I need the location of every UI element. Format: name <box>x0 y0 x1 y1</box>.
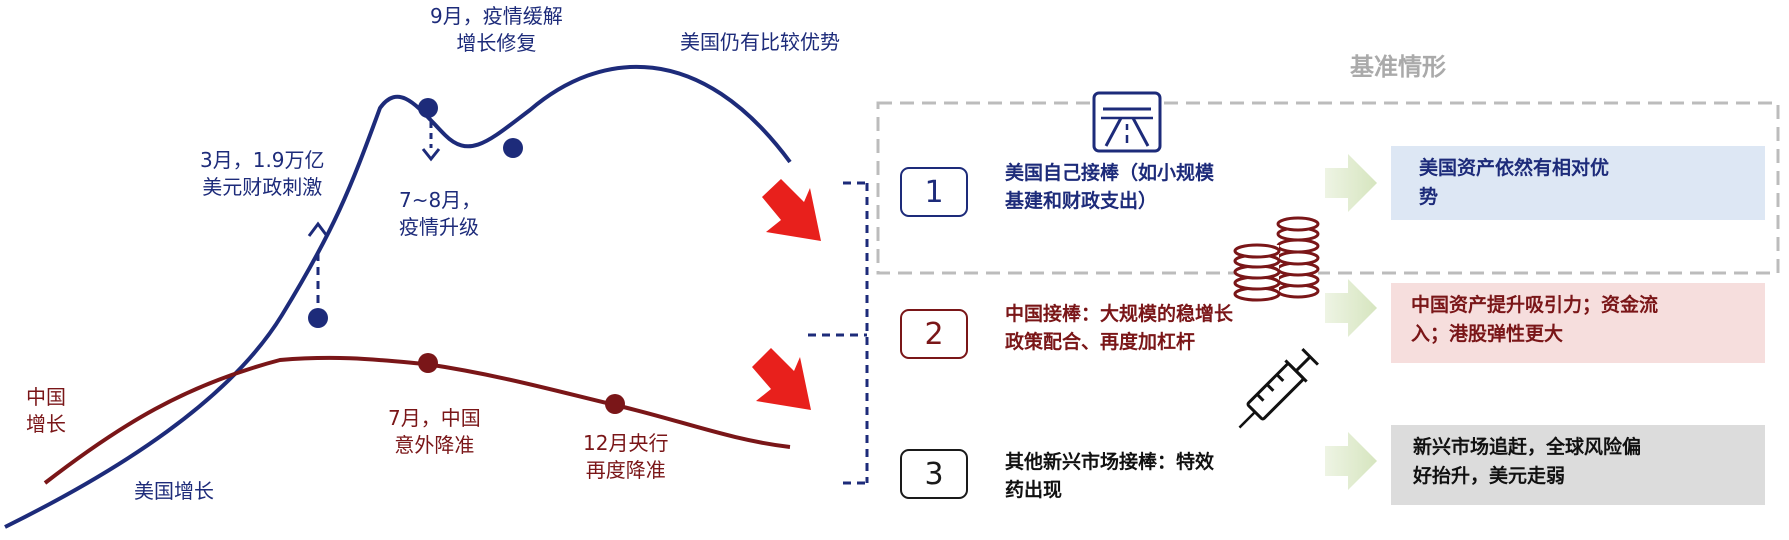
annotation-line: 增长修复 <box>456 31 537 55</box>
option-2-number-box: 2 <box>900 309 968 359</box>
option-1-result: 美国资产依然有相对优 势 <box>1391 146 1765 220</box>
annotation-dec-rrr-cut: 12月央行 再度降准 <box>583 430 668 484</box>
option-text-line: 药出现 <box>1005 479 1063 501</box>
annotation-line: 疫情升级 <box>399 215 479 239</box>
option-3-text: 其他新兴市场接棒：特效 药出现 <box>1005 448 1214 504</box>
point-julaug-escalation <box>503 138 523 158</box>
result-text-line: 好抬升，美元走弱 <box>1413 465 1566 487</box>
annotation-march-stimulus: 3月，1.9万亿 美元财政刺激 <box>200 147 325 201</box>
highway-icon <box>1092 91 1162 153</box>
option-text-line: 其他新兴市场接棒：特效 <box>1005 451 1215 473</box>
option-1-text: 美国自己接棒（如小规模 基建和财政支出） <box>1005 159 1214 215</box>
annotation-line: 增长 <box>26 412 66 436</box>
point-september-recovery <box>418 98 438 118</box>
march-stimulus-dashed-arrow <box>307 221 329 308</box>
annotation-line: 再度降准 <box>585 458 666 482</box>
arrow-icon <box>1325 279 1377 337</box>
arrow-icon <box>1325 432 1377 490</box>
annotation-us-growth: 美国增长 <box>134 479 214 503</box>
baseline-scenario-box <box>876 101 1780 275</box>
result-text-line: 势 <box>1419 186 1439 208</box>
result-text-line: 中国资产提升吸引力；资金流 <box>1411 294 1659 316</box>
us-growth-curve <box>4 64 792 529</box>
point-july-rrr-cut <box>418 353 438 373</box>
arrow-icon <box>1325 154 1377 212</box>
option-3-result: 新兴市场追赶，全球风险偏 好抬升，美元走弱 <box>1391 425 1765 505</box>
syringe-icon <box>1238 348 1319 429</box>
coin-stack-icon <box>1233 216 1320 302</box>
baseline-label: 基准情形 <box>1350 53 1446 81</box>
annotation-line: 3月，1.9万亿 <box>200 148 325 172</box>
option-text-line: 美国自己接棒（如小规模 <box>1005 162 1215 184</box>
option-text-line: 中国接棒：大规模的稳增长 <box>1005 303 1234 325</box>
arrow-icon <box>762 179 821 241</box>
annotation-line: 意外降准 <box>394 433 475 457</box>
result-text-line: 美国资产依然有相对优 <box>1419 157 1610 179</box>
annotation-line: 中国 <box>26 385 66 409</box>
annotation-line: 9月，疫情缓解 <box>430 4 563 28</box>
option-2-text: 中国接棒：大规模的稳增长 政策配合、再度加杠杆 <box>1005 300 1233 356</box>
option-text-line: 基建和财政支出） <box>1005 190 1158 212</box>
result-text-line: 入；港股弹性更大 <box>1411 323 1564 345</box>
annotation-julaug-escalation: 7~8月， 疫情升级 <box>399 187 481 241</box>
point-march-stimulus <box>308 308 328 328</box>
option-text-line: 政策配合、再度加杠杆 <box>1005 331 1196 353</box>
annotation-september-relief: 9月，疫情缓解 增长修复 <box>430 3 563 57</box>
option-bracket <box>808 181 869 485</box>
option-1-number-box: 1 <box>900 167 968 217</box>
annotation-us-advantage: 美国仍有比较优势 <box>680 30 840 54</box>
result-text-line: 新兴市场追赶，全球风险偏 <box>1413 436 1642 458</box>
annotation-line: 7月，中国 <box>388 406 481 430</box>
annotation-china-growth: 中国 增长 <box>26 384 66 438</box>
point-dec-rrr-cut <box>605 394 625 414</box>
option-3-number-box: 3 <box>900 449 968 499</box>
julaug-escalation-dashed-arrow <box>421 122 441 162</box>
arrow-icon <box>752 348 811 410</box>
annotation-line: 美元财政刺激 <box>202 175 323 199</box>
annotation-line: 7~8月， <box>399 188 482 212</box>
option-2-result: 中国资产提升吸引力；资金流 入；港股弹性更大 <box>1391 283 1765 363</box>
annotation-line: 12月央行 <box>583 431 669 455</box>
annotation-july-rrr-cut: 7月，中国 意外降准 <box>388 405 481 459</box>
